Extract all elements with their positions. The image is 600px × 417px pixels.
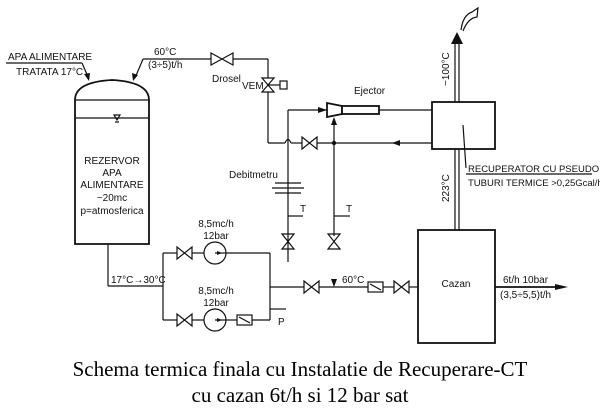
ejector-line-valve-icon[interactable]	[326, 233, 342, 250]
pump-section: 17°C→30°C 8,5mc/h 12bar 8,5mc/h 12bar P	[107, 219, 286, 332]
p-label: P	[278, 317, 285, 328]
debitmetru-valve-icon[interactable]	[280, 233, 296, 250]
return-arrow-icon	[132, 73, 138, 81]
return-temp: 60°C	[154, 47, 176, 58]
pump2-flow: 8,5mc/h	[198, 286, 234, 297]
pump1-pressure: 12bar	[203, 231, 229, 242]
pump1-flow: 8,5mc/h	[198, 219, 234, 230]
reservoir-label-3: ALIMENTARE	[80, 180, 143, 191]
boiler-label: Cazan	[442, 279, 471, 290]
ejector: Ejector	[287, 86, 432, 262]
reservoir: REZERVOR APA ALIMENTARE ~20mc p=atmosfer…	[74, 79, 150, 245]
t-label-1: T	[300, 204, 306, 215]
return-flow-line: 60°C (3÷5)t/h Drosel VEM	[132, 47, 432, 151]
flue-out-temp: ~100°C	[441, 52, 452, 86]
reservoir-label-4: ~20mc	[97, 193, 127, 204]
feed-valve-1-icon[interactable]	[303, 279, 320, 295]
pump1-valve-icon[interactable]	[176, 245, 193, 261]
inlet-label-1: APA ALIMENTARE	[8, 52, 92, 63]
flue-in-temp: 223°C	[441, 174, 452, 202]
reservoir-label-5: p=atmosferica	[80, 206, 144, 217]
flow-arrow-icon	[392, 140, 400, 146]
vem-label: VEM	[242, 81, 264, 92]
reservoir-out-temp: 17°C→30°C	[111, 275, 166, 286]
inlet-callout: APA ALIMENTARE TRATATA 17°C	[6, 52, 92, 81]
ejector-bypass-valve-icon[interactable]	[301, 135, 318, 151]
diagram-title-line1: Schema termica finala cu Instalatie de R…	[73, 357, 528, 381]
feed-line: 60°C	[270, 275, 418, 295]
vem-valve-icon[interactable]	[260, 77, 276, 93]
inlet-arrow-icon	[84, 73, 90, 81]
reservoir-label-2: APA	[102, 168, 122, 179]
boiler: Cazan 6t/h 10bar (3,5÷5,5)t/h	[417, 229, 568, 344]
boiler-box	[417, 229, 496, 344]
recuperator: RECUPERATOR CU PSEUDO TUBURI TERMICE >0,…	[431, 101, 600, 189]
ejector-body	[341, 105, 380, 115]
boiler-output-1: 6t/h 10bar	[503, 275, 549, 286]
return-flow-rate: (3÷5)t/h	[148, 60, 182, 71]
inlet-label-2: TRATATA 17°C	[16, 67, 83, 78]
vem-actuator-icon	[279, 80, 288, 90]
smoke-icon	[460, 6, 479, 32]
feed-temp: 60°C	[342, 275, 364, 286]
debitmetru-label: Debitmetru	[229, 170, 278, 181]
boiler-output-2: (3,5÷5,5)t/h	[500, 290, 551, 301]
steam-out-arrow-icon	[555, 284, 568, 290]
pump2-valve-icon[interactable]	[176, 312, 193, 328]
reservoir-label-1: REZERVOR	[84, 156, 139, 167]
drosel-valve-icon[interactable]	[210, 51, 234, 67]
recuperator-label-2: TUBURI TERMICE >0,25Gcal/h	[468, 178, 600, 189]
ejector-nozzle	[326, 101, 343, 119]
feed-valve-2-icon[interactable]	[393, 279, 410, 295]
recuperator-label-1: RECUPERATOR CU PSEUDO	[468, 164, 599, 175]
ejector-suction-arrow-icon	[331, 117, 337, 125]
t-label-2: T	[346, 204, 352, 215]
ejector-label: Ejector	[354, 86, 386, 97]
flue-stack: ~100°C 223°C	[441, 6, 479, 230]
water-level-icon	[112, 114, 122, 123]
debitmetru: Debitmetru T T	[229, 170, 352, 250]
pump2-pressure: 12bar	[203, 298, 229, 309]
drosel-label: Drosel	[212, 74, 241, 85]
diagram-title-line2: cu cazan 6t/h si 12 bar sat	[192, 383, 409, 407]
flue-out-arrow-icon	[451, 32, 463, 44]
ejector-inlet-arrow-icon	[318, 107, 327, 113]
